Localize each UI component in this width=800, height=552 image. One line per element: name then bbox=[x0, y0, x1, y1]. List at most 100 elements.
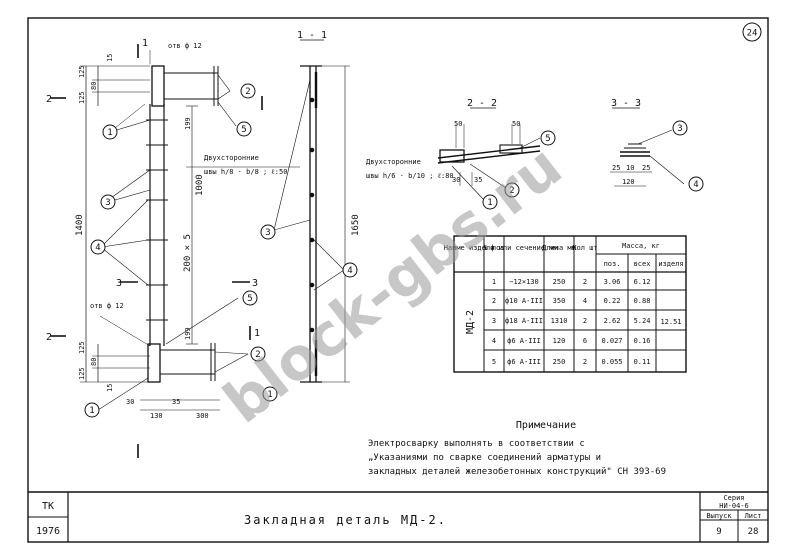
svg-text:3.06: 3.06 bbox=[604, 278, 621, 286]
svg-text:0.88: 0.88 bbox=[634, 297, 651, 305]
svg-text:ф6 А-III: ф6 А-III bbox=[507, 337, 541, 345]
svg-text:350: 350 bbox=[553, 297, 566, 305]
svg-text:2: 2 bbox=[46, 94, 52, 105]
svg-text:80: 80 bbox=[90, 358, 98, 366]
svg-text:−12×130: −12×130 bbox=[509, 278, 539, 286]
svg-text:2: 2 bbox=[583, 278, 587, 286]
svg-text:300: 300 bbox=[196, 412, 209, 420]
svg-text:2: 2 bbox=[583, 317, 587, 325]
svg-text:1310: 1310 bbox=[551, 317, 568, 325]
svg-text:ф18 А-III: ф18 А-III bbox=[505, 317, 543, 325]
svg-text:5.24: 5.24 bbox=[634, 317, 651, 325]
svg-text:2: 2 bbox=[583, 358, 587, 366]
svg-text:поз.: поз. bbox=[604, 260, 621, 268]
svg-text:25: 25 bbox=[642, 164, 650, 172]
svg-text:5: 5 bbox=[241, 125, 246, 135]
note-line: закладных деталей железобетонных констру… bbox=[368, 466, 666, 477]
svg-text:ТК: ТК bbox=[42, 501, 54, 512]
side-view-labels: 1 - 1 1650 3 4 bbox=[260, 30, 361, 278]
svg-text:ф10 А-III: ф10 А-III bbox=[505, 297, 543, 305]
svg-text:5: 5 bbox=[247, 294, 252, 304]
svg-text:Двухсторонние: Двухсторонние bbox=[366, 158, 421, 166]
svg-text:2: 2 bbox=[255, 350, 260, 360]
table-row: 3 ф18 А-III 1310 2 2.62 5.24 bbox=[492, 317, 651, 325]
svg-text:120: 120 bbox=[622, 178, 635, 186]
svg-text:швы h/8 · b/8 ; ℓ:50: швы h/8 · b/8 ; ℓ:50 bbox=[204, 168, 287, 176]
svg-text:швы h/6 · b/10 ; ℓ:80: швы h/6 · b/10 ; ℓ:80 bbox=[366, 172, 454, 180]
svg-text:2: 2 bbox=[492, 297, 496, 305]
svg-text:35: 35 bbox=[172, 398, 180, 406]
svg-text:4: 4 bbox=[583, 297, 587, 305]
svg-text:всех: всех bbox=[634, 260, 651, 268]
svg-text:120: 120 bbox=[553, 337, 566, 345]
front-view-callout-labels: 1 2 5 3 4 5 2 1 1 bbox=[89, 87, 272, 416]
sheet-number: 24 bbox=[742, 22, 762, 42]
svg-text:0.22: 0.22 bbox=[604, 297, 621, 305]
svg-text:Лист: Лист bbox=[745, 512, 762, 520]
svg-text:Серия: Серия bbox=[723, 494, 744, 502]
front-view-callouts bbox=[84, 83, 278, 418]
svg-text:15: 15 bbox=[106, 384, 114, 392]
drawing-title: Закладная деталь МД-2. bbox=[244, 513, 447, 527]
svg-text:125: 125 bbox=[78, 91, 86, 104]
svg-text:1400: 1400 bbox=[75, 214, 85, 236]
svg-text:1000: 1000 bbox=[195, 174, 205, 196]
note-title: Примечание bbox=[516, 420, 576, 431]
svg-text:0.027: 0.027 bbox=[601, 337, 622, 345]
svg-text:1976: 1976 bbox=[36, 526, 60, 537]
svg-text:24: 24 bbox=[747, 29, 758, 39]
svg-text:80: 80 bbox=[90, 82, 98, 90]
svg-text:5: 5 bbox=[545, 134, 550, 144]
svg-text:Кол шт: Кол шт bbox=[572, 244, 597, 252]
svg-text:2: 2 bbox=[245, 87, 250, 97]
svg-text:3 - 3: 3 - 3 bbox=[611, 98, 641, 109]
svg-text:Длина мм: Длина мм bbox=[542, 244, 577, 252]
svg-text:№ поз: № поз bbox=[482, 244, 504, 252]
svg-text:1: 1 bbox=[487, 198, 492, 208]
svg-text:6.12: 6.12 bbox=[634, 278, 651, 286]
svg-text:35: 35 bbox=[474, 176, 482, 184]
svg-text:4: 4 bbox=[492, 337, 496, 345]
svg-text:2: 2 bbox=[46, 332, 52, 343]
svg-text:2.62: 2.62 bbox=[604, 317, 621, 325]
svg-text:1: 1 bbox=[89, 406, 94, 416]
svg-text:4: 4 bbox=[347, 266, 352, 276]
svg-text:МД-2: МД-2 bbox=[465, 310, 476, 334]
section-3-3-labels: 3 - 3 25 10 25 120 3 4 bbox=[611, 98, 704, 192]
svg-text:199: 199 bbox=[184, 327, 192, 340]
svg-text:9: 9 bbox=[716, 527, 721, 537]
svg-text:1: 1 bbox=[492, 278, 496, 286]
note-line: „Указаниями по сварке соединений арматур… bbox=[368, 453, 601, 463]
svg-text:Выпуск: Выпуск bbox=[706, 512, 732, 520]
svg-text:25: 25 bbox=[612, 164, 620, 172]
section-2-2 bbox=[437, 107, 541, 201]
front-view bbox=[50, 44, 300, 458]
title-block: ТК 1976 Закладная деталь МД-2. Серия НИ-… bbox=[36, 494, 761, 537]
svg-text:15: 15 bbox=[106, 54, 114, 62]
front-view-labels: отв ф 12 отв ф 12 125 80 125 15 15 125 8… bbox=[46, 38, 287, 420]
svg-text:0.11: 0.11 bbox=[634, 358, 651, 366]
svg-text:50: 50 bbox=[454, 120, 462, 128]
svg-text:10: 10 bbox=[626, 164, 634, 172]
sheet-frame bbox=[27, 17, 769, 543]
svg-text:30: 30 bbox=[452, 176, 460, 184]
svg-text:1650: 1650 bbox=[351, 214, 361, 236]
svg-text:50: 50 bbox=[512, 120, 520, 128]
svg-text:отв ф 12: отв ф 12 bbox=[90, 302, 124, 310]
svg-text:1: 1 bbox=[267, 390, 272, 400]
svg-text:1: 1 bbox=[142, 38, 148, 49]
svg-text:ф или сечение мм: ф или сечение мм bbox=[490, 244, 558, 252]
table-row: 2 ф10 А-III 350 4 0.22 0.88 bbox=[492, 297, 651, 305]
svg-text:3: 3 bbox=[252, 278, 258, 289]
svg-text:ф6 А-III: ф6 А-III bbox=[507, 358, 541, 366]
svg-text:1 - 1: 1 - 1 bbox=[297, 30, 327, 41]
svg-text:200 × 5: 200 × 5 bbox=[183, 234, 193, 272]
table-row: 1 −12×130 250 2 3.06 6.12 bbox=[492, 278, 651, 286]
svg-text:4: 4 bbox=[95, 243, 100, 253]
svg-text:125: 125 bbox=[78, 65, 86, 78]
svg-text:Двухсторонние: Двухсторонние bbox=[204, 154, 259, 162]
svg-text:6: 6 bbox=[583, 337, 587, 345]
svg-text:Наиме изделя: Наиме изделя bbox=[444, 244, 495, 252]
svg-text:30: 30 bbox=[126, 398, 134, 406]
